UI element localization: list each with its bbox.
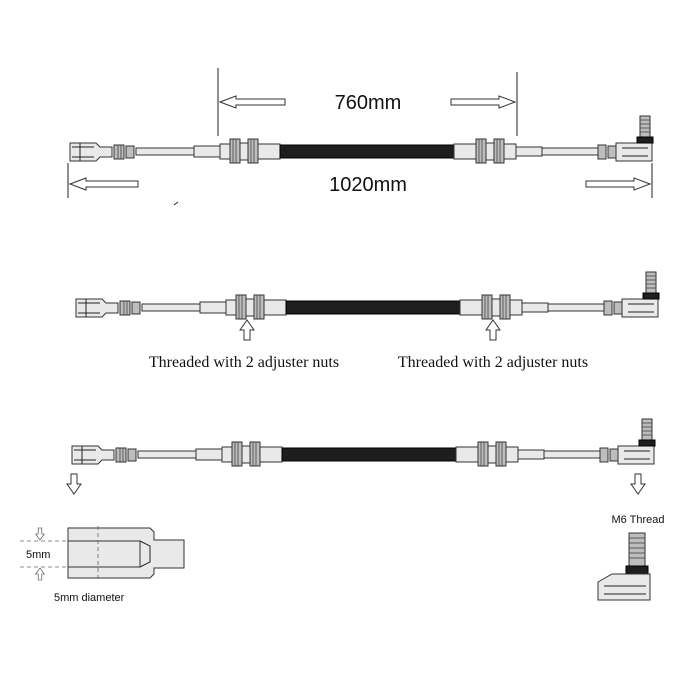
- cable-assembly-middle: [75, 271, 660, 320]
- dimension-overall: 1020mm: [67, 163, 653, 198]
- cable-assembly-top: [69, 115, 654, 164]
- inner-length-label: 760mm: [335, 92, 402, 114]
- clevis-detail: 5mm 5mm diameter: [20, 473, 185, 604]
- overall-length-label: 1020mm: [329, 174, 407, 196]
- adjuster-label-right: Threaded with 2 adjuster nuts: [398, 354, 588, 371]
- adjuster-callout-left: Threaded with 2 adjuster nuts: [149, 319, 339, 371]
- m6-thread-detail: M6 Thread: [597, 473, 665, 601]
- clevis-caption: 5mm diameter: [54, 592, 125, 604]
- dimension-inner: 760mm: [217, 68, 518, 136]
- cable-assembly-bottom: [71, 418, 656, 467]
- adjuster-label-left: Threaded with 2 adjuster nuts: [149, 354, 339, 371]
- clevis-dimension-label: 5mm: [26, 549, 50, 561]
- adjuster-callout-right: Threaded with 2 adjuster nuts: [398, 319, 588, 371]
- thread-caption: M6 Thread: [612, 514, 665, 526]
